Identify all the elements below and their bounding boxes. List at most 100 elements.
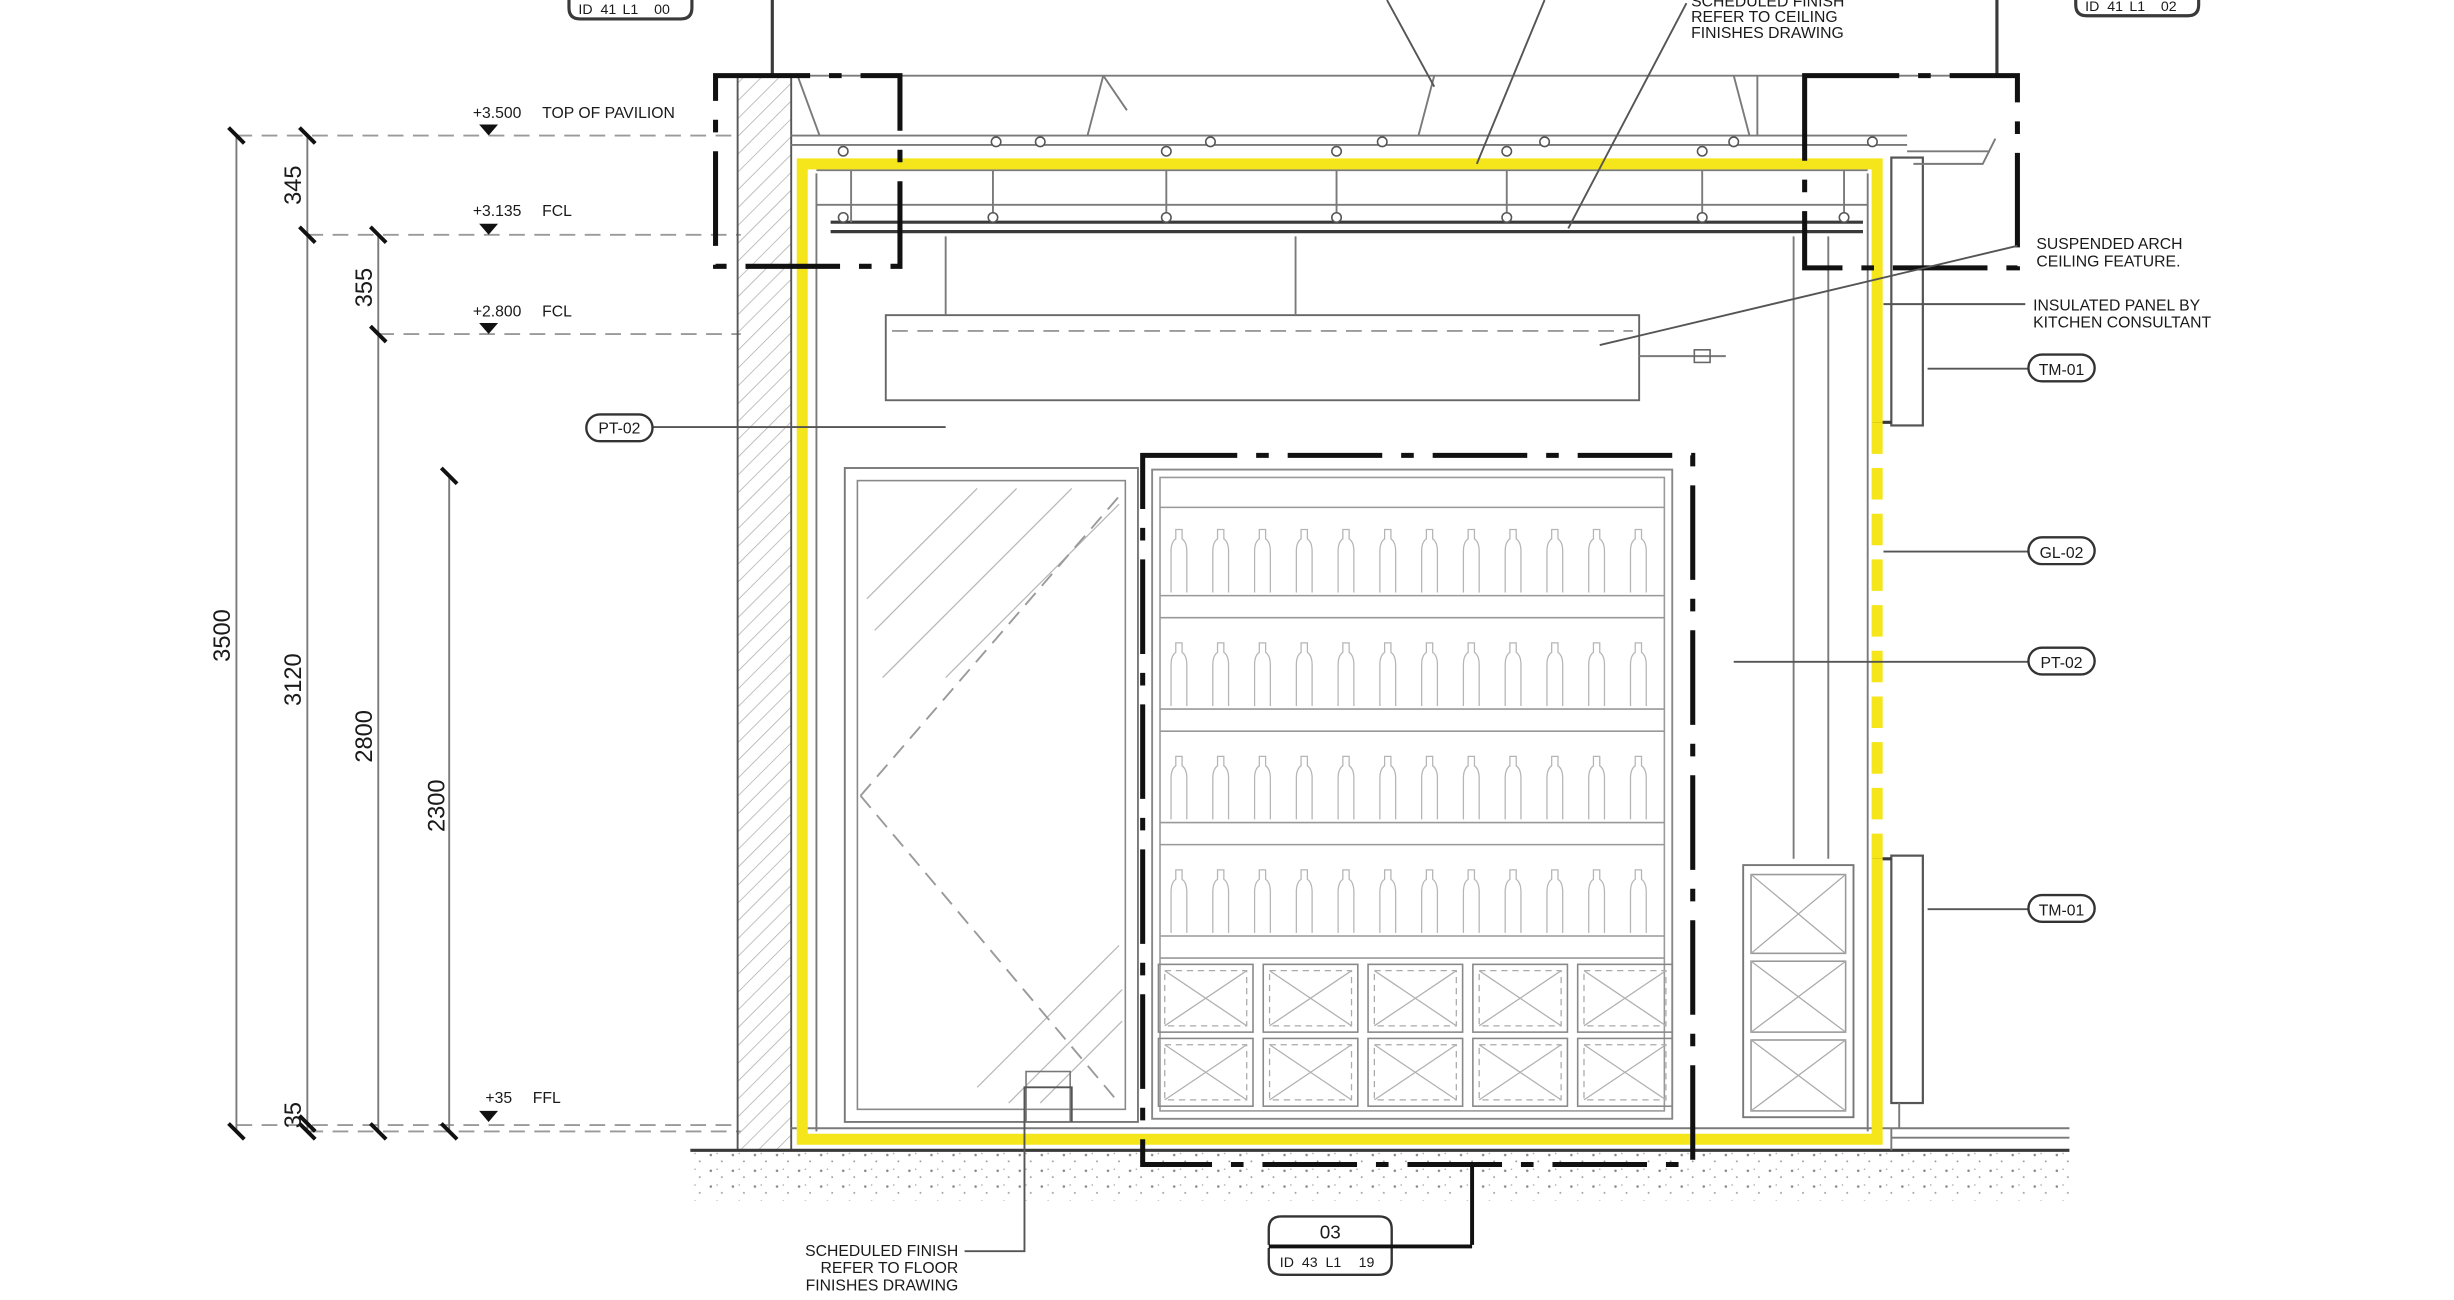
dim-345: 345 — [281, 165, 307, 204]
bottle-outline — [1546, 528, 1564, 593]
dim-3120: 3120 — [281, 653, 307, 706]
tag-tm01-bottom[interactable]: TM-01 — [2027, 893, 2096, 923]
bottle-outline — [1546, 755, 1564, 820]
leaders — [652, 0, 2029, 1253]
callout-top-right[interactable]: ID 41 L1 02 — [2074, 0, 2201, 18]
level-top-of-pavilion: +3.500 TOP OF PAVILION — [473, 105, 675, 136]
crate-cross — [1478, 970, 1562, 1027]
level-value: +3.135 — [473, 203, 522, 220]
note-line: CEILING FEATURE. — [2036, 253, 2180, 270]
bottle-outline — [1546, 642, 1564, 706]
crate-cross — [1478, 1044, 1562, 1101]
bottle-outline — [1379, 755, 1397, 820]
bottle-outline — [1588, 528, 1606, 593]
bottle-outline — [1588, 642, 1606, 706]
bottle-outline — [1421, 869, 1439, 933]
crate-inner — [1164, 970, 1248, 1027]
bottle-outline — [1295, 869, 1313, 933]
bottle-shelving-unit — [1151, 468, 1674, 1120]
level-label: FFL — [533, 1090, 561, 1107]
dim-3500: 3500 — [210, 609, 236, 662]
bottle-outline — [1504, 869, 1522, 933]
callout-section-03[interactable]: 03 ID 43 L1 19 — [1267, 1215, 1473, 1276]
crate-inner — [1478, 1044, 1562, 1101]
crate-cross — [1164, 1044, 1248, 1101]
bottle-outline — [1337, 642, 1355, 706]
tag-pt02-right[interactable]: PT-02 — [2027, 646, 2096, 676]
bottle-outline — [1588, 755, 1606, 820]
note-line: KITCHEN CONSULTANT — [2033, 315, 2211, 332]
bottle-outline — [1504, 755, 1522, 820]
bottle-outline — [1170, 755, 1188, 820]
right-cabinet — [1742, 138, 1997, 1151]
crate-box — [1367, 1037, 1464, 1107]
tag-tm01-top[interactable]: TM-01 — [2027, 353, 2096, 383]
tag-label: TM-01 — [2039, 362, 2085, 379]
callout-drawing: 41 — [2107, 0, 2123, 15]
level-value: +3.500 — [473, 105, 522, 122]
highlighted-enclosure — [796, 158, 1883, 1145]
level-label: FCL — [542, 203, 572, 220]
callout-id: ID — [578, 2, 592, 18]
crate-box — [1576, 963, 1674, 1033]
bottle-outline — [1295, 755, 1313, 820]
note-line: SCHEDULED FINISH — [1691, 0, 1844, 10]
bottle-outline — [1212, 755, 1230, 820]
callout-id: ID — [2085, 0, 2099, 15]
note-line: SCHEDULED FINISH — [805, 1243, 958, 1260]
bottle-outline — [1295, 528, 1313, 593]
bottle-outline — [1421, 528, 1439, 593]
callout-sheet: 19 — [1359, 1255, 1375, 1271]
crate-box — [1157, 963, 1254, 1033]
level-fcl-upper: +3.135 FCL — [473, 203, 572, 235]
crate-box — [1157, 1037, 1254, 1107]
bottle-outline — [1504, 642, 1522, 706]
crate-inner — [1373, 1044, 1457, 1101]
crate-cross — [1374, 970, 1457, 1027]
dim-2800: 2800 — [352, 710, 378, 763]
crate-inner — [1164, 1044, 1248, 1101]
tag-label: PT-02 — [2041, 655, 2083, 672]
bottle-outline — [1170, 528, 1188, 593]
bottle-outline — [1546, 869, 1564, 933]
tag-gl02[interactable]: GL-02 — [2027, 536, 2096, 566]
tag-pt02-left[interactable]: PT-02 — [585, 413, 654, 443]
bottle-outline — [1253, 642, 1271, 706]
bottle-outline — [1337, 755, 1355, 820]
bottle-outline — [1421, 642, 1439, 706]
callout-level: L1 — [623, 2, 639, 18]
bottle-outline — [1253, 869, 1271, 933]
tag-label: TM-01 — [2039, 903, 2085, 920]
callout-id: ID — [1280, 1255, 1294, 1271]
tag-label: GL-02 — [2040, 545, 2084, 562]
bottle-outline — [1462, 755, 1480, 820]
crate-inner — [1583, 970, 1667, 1027]
callout-top-left[interactable]: ID 41 L1 00 — [567, 0, 694, 21]
bottle-outline — [1629, 755, 1647, 820]
bottle-outline — [1379, 528, 1397, 593]
bottle-outline — [1462, 869, 1480, 933]
crate-box — [1472, 963, 1569, 1033]
bottle-outline — [1170, 869, 1188, 933]
bottle-outline — [1212, 642, 1230, 706]
note-line: REFER TO FLOOR — [821, 1260, 959, 1277]
level-label: TOP OF PAVILION — [542, 105, 675, 122]
crate-inner — [1268, 970, 1353, 1027]
bottle-outline — [1170, 642, 1188, 706]
crate-inner — [1583, 1044, 1667, 1101]
bottle-outline — [1212, 869, 1230, 933]
crate-inner — [1373, 970, 1457, 1027]
note-line: FINISHES DRAWING — [1691, 25, 1844, 42]
callout-drawing: 41 — [600, 2, 616, 18]
bottle-outline — [1212, 528, 1230, 593]
bottle-outline — [1379, 642, 1397, 706]
structure — [690, 0, 2070, 1201]
note-line: FINISHES DRAWING — [806, 1278, 959, 1295]
glazed-panel — [843, 467, 1139, 1123]
bottle-outline — [1462, 642, 1480, 706]
bottle-outline — [1337, 869, 1355, 933]
crate-cross — [1374, 1044, 1457, 1101]
dim-2300: 2300 — [424, 779, 450, 832]
bottle-outline — [1253, 528, 1271, 593]
crate-cross — [1269, 1044, 1352, 1101]
